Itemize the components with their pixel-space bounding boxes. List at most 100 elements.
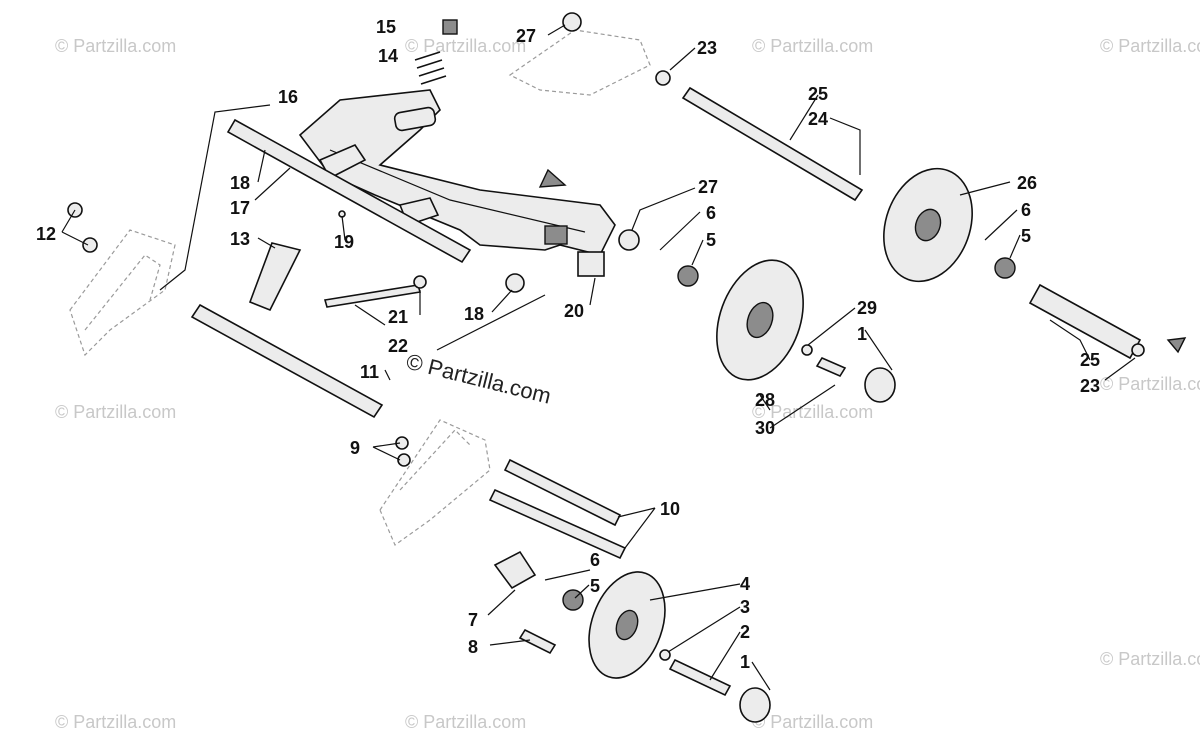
leader-23-top [669, 47, 696, 71]
nut-9-lower [397, 453, 411, 467]
arrow-marker [538, 168, 567, 188]
leader-28-30 [759, 384, 836, 429]
left-rail-detail [84, 254, 161, 331]
watermark-text: © Partzilla.com [55, 712, 176, 732]
bolt-30 [815, 356, 847, 378]
leader-9 [372, 442, 401, 461]
cap-1-lower [739, 687, 771, 723]
idler-wheel-28-hub [746, 301, 774, 339]
bolt-2 [668, 658, 732, 697]
callout-26: 26 [1017, 173, 1037, 193]
leader-lines [61, 24, 1136, 691]
callout-2: 2 [740, 622, 750, 642]
left-rail-outline [69, 229, 176, 357]
watermark-text: © Partzilla.com [752, 36, 873, 56]
leader-8 [489, 639, 531, 646]
spring-14 [414, 51, 447, 85]
leader-1-lower [751, 661, 771, 691]
callout-8: 8 [468, 637, 478, 657]
leader-24 [829, 117, 861, 175]
shafts [190, 86, 1142, 419]
callout-29: 29 [857, 298, 877, 318]
idler-shaft-25-lower [1028, 283, 1142, 360]
idler-wheel-26-hub [914, 208, 942, 242]
callout-11: 11 [360, 362, 379, 382]
callout-22: 22 [388, 336, 408, 356]
callout-4: 4 [740, 574, 750, 594]
callout-20: 20 [564, 301, 584, 321]
leader-17 [254, 167, 291, 201]
bolt-22 [323, 284, 422, 308]
leader-19 [341, 215, 346, 241]
leader-20 [589, 277, 596, 306]
leader-11 [384, 369, 391, 381]
idler-shaft-25-24 [681, 86, 864, 202]
leader-3 [667, 606, 741, 653]
leader-6 [659, 211, 701, 251]
lower-shaft-11 [190, 303, 384, 419]
watermark-text: © Partzilla.com [55, 402, 176, 422]
callout-25-lower: 25 [1080, 350, 1100, 370]
leader-5-right [1009, 234, 1021, 259]
leader-5 [691, 239, 704, 266]
bolt-8 [518, 628, 557, 655]
watermark-text: © Partzilla.com [1100, 374, 1200, 394]
watermark-text: © Partzilla.com [55, 36, 176, 56]
callout-5-right: 5 [1021, 226, 1031, 246]
leader-5-lower [574, 584, 590, 599]
idler-wheel-4-hub [615, 609, 639, 641]
callout-18: 18 [230, 173, 250, 193]
bearing-5 [677, 265, 699, 287]
leader-27-top [547, 24, 566, 36]
center-watermark: © Partzilla.com [404, 349, 554, 409]
leader-21-22 [354, 290, 421, 326]
callout-13: 13 [230, 229, 250, 249]
watermark-text: © Partzilla.com [752, 712, 873, 732]
callout-24: 24 [808, 109, 828, 129]
leader-6-lower [544, 569, 591, 581]
leader-1 [864, 329, 893, 371]
callout-1: 1 [857, 324, 867, 344]
rear-arm-slot [393, 106, 437, 132]
callout-25: 25 [808, 84, 828, 104]
link-13 [248, 242, 302, 312]
watermark-text: © Partzilla.com [1100, 649, 1200, 669]
leader-23-right [1104, 357, 1136, 381]
watermark-text: © Partzilla.com [1100, 36, 1200, 56]
washer-29 [801, 344, 813, 356]
washer-23-right [1131, 343, 1145, 357]
rear-arm [298, 89, 616, 256]
upper-shaft [226, 118, 472, 264]
callout-27-top: 27 [516, 26, 536, 46]
callout-18b: 18 [464, 304, 484, 324]
cap-1 [864, 367, 896, 403]
watermark-text: © Partzilla.com [405, 36, 526, 56]
bushing-27 [618, 229, 640, 251]
nut-21 [413, 275, 427, 289]
callout-6-right: 6 [1021, 200, 1031, 220]
leader-18 [257, 149, 266, 183]
callout-3: 3 [740, 597, 750, 617]
bolt-10-lower [488, 488, 627, 560]
callout-5: 5 [706, 230, 716, 250]
bushing-18 [505, 273, 525, 293]
callout-16: 16 [278, 87, 298, 107]
callout-21: 21 [388, 307, 408, 327]
leader-12 [61, 209, 89, 246]
bolt-10-upper [503, 458, 622, 527]
callout-17: 17 [230, 198, 250, 218]
callout-23-right: 23 [1080, 376, 1100, 396]
direction-arrows [538, 168, 1187, 354]
leader-13 [257, 237, 276, 249]
callouts: 15 14 16 18 17 13 12 19 21 22 18 20 11 9… [36, 17, 1100, 672]
leader-7 [487, 589, 516, 616]
leader-18b [491, 289, 513, 313]
leader-26 [959, 181, 1011, 196]
bracket-7 [493, 550, 537, 590]
callout-15: 15 [376, 17, 396, 37]
callout-14: 14 [378, 46, 398, 66]
leader-bracket [436, 294, 546, 351]
leader-2 [709, 631, 741, 681]
